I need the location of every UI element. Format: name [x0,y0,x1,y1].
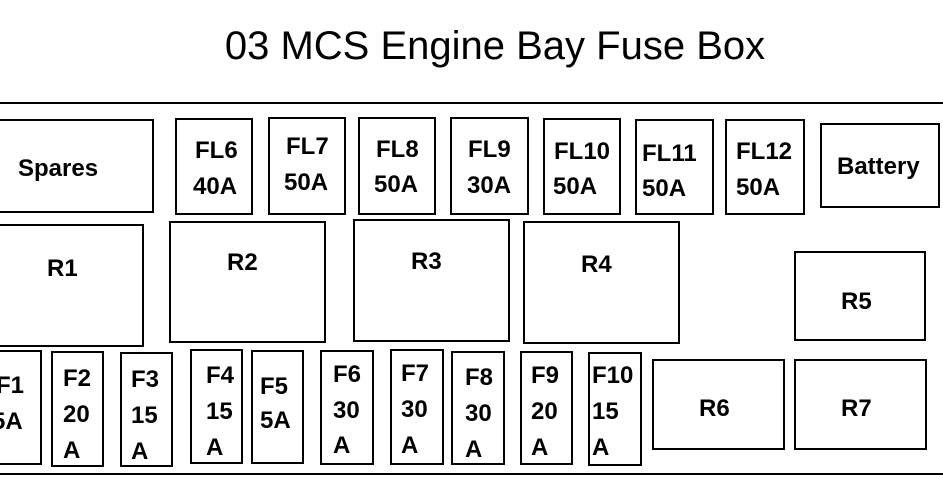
fuse-rating-value: 30 [333,397,360,424]
fusible-link-fl12: FL12 50A [725,119,805,215]
fuse-rating-value: 15 [592,398,619,425]
fuse-f10: F10 15 A [588,352,642,466]
relay-label: R5 [841,288,872,315]
fuse-f7: F7 30 A [390,349,444,465]
fuse-rating-value: 15 [131,402,158,429]
fuse-f1: F1 5A [0,350,42,465]
fuse-id: F6 [333,361,362,388]
spares-box: Spares [0,119,154,213]
fuse-id: F9 [531,362,560,389]
relay-r2: R2 [169,221,326,343]
fuse-id: F8 [465,364,494,391]
fusible-link-rating: 50A [553,173,598,200]
fusible-link-fl9: FL9 30A [450,117,529,215]
fuse-rating-unit: A [592,434,610,461]
fuse-rating-value: 30 [401,396,428,423]
fuse-f9: F9 20 A [520,351,573,465]
fuse-rating: 5A [0,408,23,435]
fusible-link-id: FL7 [286,133,329,160]
fuse-id: F2 [63,365,92,392]
fusible-link-id: FL9 [468,136,511,163]
fuse-id: F1 [0,372,25,399]
fuse-rating-unit: A [131,438,149,465]
fuse-id: F7 [401,360,430,387]
fuse-rating-unit: A [206,434,224,461]
fuse-f4: F4 15 A [190,349,243,464]
fuse-id: F10 [592,362,634,389]
relay-r5: R5 [794,251,926,341]
diagram-title: 03 MCS Engine Bay Fuse Box [224,24,766,68]
fusible-link-id: FL8 [376,136,419,163]
fusible-link-id: FL10 [554,138,611,165]
fusible-link-fl6: FL6 40A [175,118,253,215]
fuse-rating: 5A [260,407,291,434]
fuse-rating-unit: A [333,432,351,459]
fuse-f5: F5 5A [251,350,304,464]
fusible-link-id: FL12 [736,138,793,165]
fuse-f6: F6 30 A [320,350,374,465]
spares-label: Spares [18,155,99,182]
fusible-link-fl7: FL7 50A [268,117,346,215]
fuse-id: F4 [206,362,235,389]
relay-label: R3 [411,248,442,275]
fuse-rating-value: 20 [531,398,558,425]
fuse-rating-unit: A [401,432,419,459]
fusible-link-rating: 50A [736,174,781,201]
relay-r1: R1 [0,224,144,347]
relay-r6: R6 [652,359,785,450]
fuse-rating-unit: A [531,434,549,461]
bottom-rule [0,473,943,475]
fuse-rating-unit: A [465,436,483,463]
relay-label: R6 [699,395,730,422]
relay-r4: R4 [523,221,680,344]
fusible-link-rating: 50A [284,169,329,196]
top-rule [0,102,943,104]
fusible-link-rating: 50A [374,171,419,198]
fuse-rating-unit: A [63,437,81,464]
battery-label: Battery [837,153,920,180]
fuse-rating-value: 20 [63,401,90,428]
relay-label: R2 [227,249,258,276]
fuse-f3: F3 15 A [120,352,173,467]
relay-r3: R3 [353,219,510,342]
fusible-link-fl10: FL10 50A [543,118,621,215]
fuse-id: F5 [260,373,289,400]
relay-label: R4 [581,251,612,278]
fusible-link-fl11: FL11 50A [635,119,714,215]
fusible-link-rating: 30A [467,172,512,199]
fusible-link-id: FL11 [642,140,697,167]
relay-label: R7 [841,395,872,422]
fuse-id: F3 [131,366,160,393]
fusible-link-rating: 40A [193,173,238,200]
fuse-f8: F8 30 A [451,351,505,465]
fuse-rating-value: 15 [206,398,233,425]
fuse-rating-value: 30 [465,400,492,427]
fusible-link-fl8: FL8 50A [358,117,436,215]
fuse-f2: F2 20 A [51,351,104,467]
relay-r7: R7 [794,359,927,450]
fusible-link-id: FL6 [195,137,238,164]
fusible-link-rating: 50A [642,175,687,202]
relay-label: R1 [47,255,78,282]
battery-box: Battery [820,123,940,208]
